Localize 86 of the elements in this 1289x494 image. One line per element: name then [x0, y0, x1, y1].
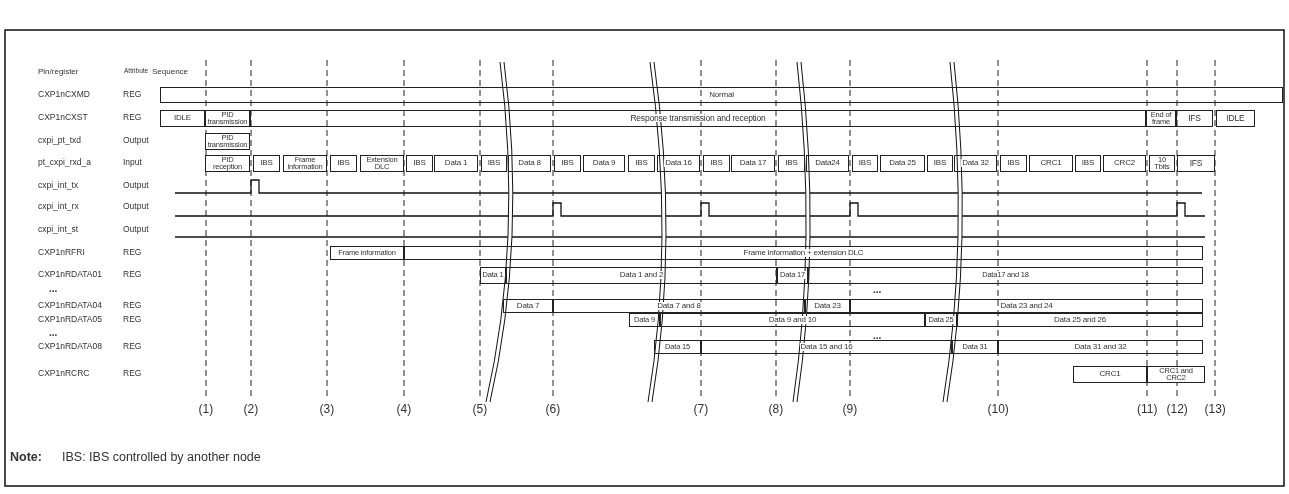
signal-attribute: Output: [123, 225, 149, 234]
signal-attribute: REG: [123, 342, 142, 351]
timing-marker: (9): [842, 403, 858, 416]
timing-marker: (13): [1204, 403, 1226, 416]
timing-marker: (10): [987, 403, 1009, 416]
signal-state-box: IDLE: [160, 109, 205, 127]
ellipsis: ...: [873, 284, 882, 295]
timing-marker: (3): [319, 403, 335, 416]
signal-state-box: Frame information + extension DLC: [404, 246, 1203, 260]
signal-state-box: CRC1: [1029, 154, 1073, 172]
signal-state-box: IBS: [852, 154, 878, 172]
signal-state-box: Data 32: [954, 154, 997, 172]
signal-state-box: IFS: [1177, 154, 1215, 172]
signal-state-box: Data 1 and 2: [506, 266, 777, 284]
signal-state-box: IBS: [253, 154, 280, 172]
signal-attribute: Output: [123, 136, 149, 145]
column-header: Sequence: [152, 67, 189, 76]
signal-state-box: Data 9: [583, 154, 625, 172]
signal-name: CXP1nRCRC: [38, 369, 90, 378]
signal-attribute: REG: [123, 90, 142, 99]
signal-name: cxpi_int_st: [38, 225, 79, 234]
signal-name: CXP1nCXST: [38, 113, 88, 122]
signal-attribute: REG: [123, 369, 142, 378]
signal-state-box: Data 17: [731, 154, 775, 172]
signal-state-box: CRC2: [1103, 154, 1146, 172]
signal-state-box: Data 7: [503, 299, 553, 313]
signal-name: CXP1nRDATA05: [38, 315, 102, 324]
signal-name: cxpi_pt_txd: [38, 136, 81, 145]
signal-state-box: IBS: [1000, 154, 1027, 172]
signal-name: CXP1nCXMD: [38, 90, 90, 99]
timing-marker: (1): [198, 403, 214, 416]
signal-name: cxpi_int_rx: [38, 202, 79, 211]
signal-attribute: REG: [123, 270, 142, 279]
signal-state-box: Data 25: [880, 154, 925, 172]
signal-state-box: IBS: [927, 154, 953, 172]
ellipsis: ...: [873, 330, 882, 341]
timing-marker: (5): [472, 403, 488, 416]
signal-state-box: IBS: [703, 154, 730, 172]
signal-attribute: Input: [123, 158, 142, 167]
signal-state-box: Data 15 and 16: [701, 340, 952, 354]
signal-name: CXP1nRDATA08: [38, 342, 102, 351]
signal-attribute: REG: [123, 248, 142, 257]
signal-state-box: Data 1: [434, 154, 478, 172]
signal-state-box: Data 16: [657, 154, 700, 172]
signal-name: pt_cxpi_rxd_a: [38, 158, 91, 167]
signal-attribute: REG: [123, 113, 142, 122]
ellipsis: ...: [49, 283, 58, 294]
signal-state-box: IBS: [406, 154, 433, 172]
signal-state-box: IBS: [554, 154, 581, 172]
signal-attribute: REG: [123, 301, 142, 310]
signal-state-box: Data 7 and 8: [553, 299, 805, 313]
signal-state-box: IBS: [628, 154, 655, 172]
signal-state-box: CRC1: [1073, 365, 1147, 383]
signal-name: CXP1nRFRI: [38, 248, 85, 257]
signal-state-box: IDLE: [1216, 109, 1255, 127]
timing-marker: (7): [693, 403, 709, 416]
signal-state-box: Data 9 and 10: [660, 313, 925, 327]
timing-marker: (4): [396, 403, 412, 416]
timing-marker: (2): [243, 403, 259, 416]
signal-attribute: Output: [123, 202, 149, 211]
signal-name: CXP1nRDATA01: [38, 270, 102, 279]
timing-marker: (6): [545, 403, 561, 416]
signal-state-box: IBS: [481, 154, 507, 172]
signal-state-box: Data 25 and 26: [957, 313, 1203, 327]
signal-state-box: Response transmission and reception: [250, 109, 1146, 127]
signal-state-box: Normal: [160, 87, 1283, 103]
signal-state-box: IBS: [330, 154, 357, 172]
column-header: Pin/register: [38, 67, 79, 76]
note-heading: Note:: [10, 451, 42, 464]
signal-state-box: Data 23: [805, 299, 850, 313]
signal-state-box: Data 23 and 24: [850, 299, 1203, 313]
signal-name: cxpi_int_tx: [38, 181, 79, 190]
timing-marker: (11): [1137, 403, 1158, 416]
timing-marker: (8): [768, 403, 784, 416]
signal-attribute: Output: [123, 181, 149, 190]
signal-state-box: Data 31 and 32: [998, 340, 1203, 354]
signal-state-box: IBS: [778, 154, 805, 172]
ellipsis: ...: [49, 327, 58, 338]
timing-marker: (12): [1166, 403, 1188, 416]
signal-state-box: IFS: [1176, 109, 1213, 127]
signal-state-box: IBS: [1075, 154, 1101, 172]
note-text: IBS: IBS controlled by another node: [62, 451, 261, 464]
signal-state-box: Data 8: [508, 154, 551, 172]
signal-state-box: Data24: [806, 154, 849, 172]
signal-attribute: REG: [123, 315, 142, 324]
signal-name: CXP1nRDATA04: [38, 301, 102, 310]
